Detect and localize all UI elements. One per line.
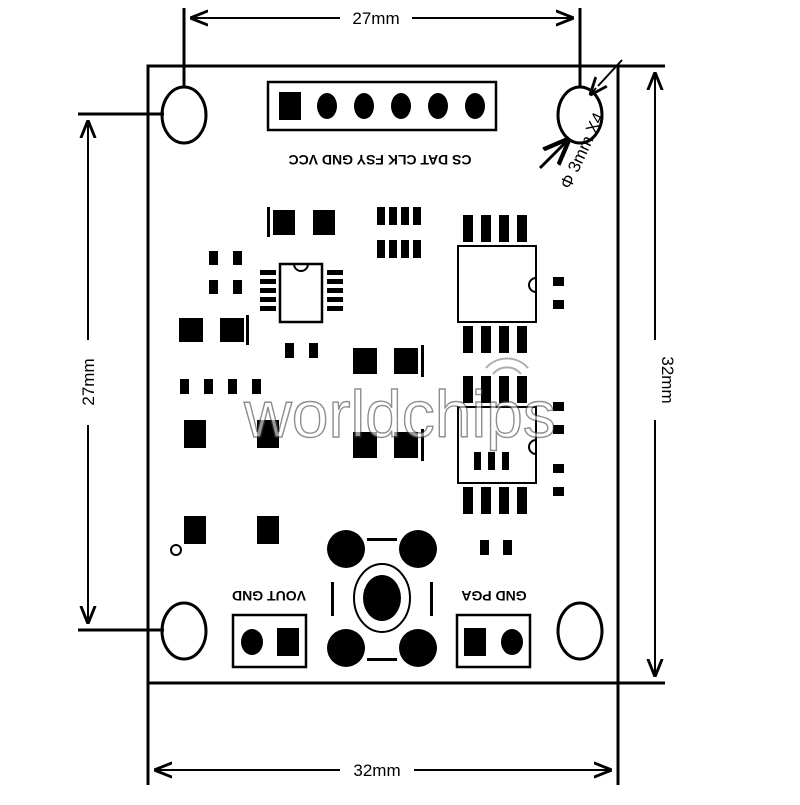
connector-vout-gnd bbox=[231, 613, 308, 669]
header-pin bbox=[317, 93, 337, 119]
mounting-hole-bottom-right bbox=[556, 601, 604, 661]
dimension-bottom: 32mm bbox=[146, 683, 620, 785]
dimension-top-label: 27mm bbox=[352, 9, 399, 28]
dimension-right-label: 32mm bbox=[658, 356, 677, 403]
dimension-top: 27mm bbox=[182, 8, 582, 86]
mounting-hole-top-left bbox=[160, 85, 208, 145]
mounting-hole-bottom-left bbox=[160, 601, 208, 661]
ic-soic8-upper bbox=[457, 215, 537, 353]
connector-gnd-pga bbox=[455, 613, 532, 669]
dimension-left-label: 27mm bbox=[79, 358, 98, 405]
watermark-text: worldchips bbox=[243, 377, 556, 451]
dimension-bottom-label: 32mm bbox=[353, 761, 400, 780]
dimension-left: 27mm bbox=[78, 112, 164, 632]
gnd-pga-label: GND PGA bbox=[461, 588, 526, 604]
vout-gnd-label: VOUT GND bbox=[232, 588, 306, 604]
watermark: worldchips bbox=[242, 357, 557, 452]
header-pin bbox=[391, 93, 411, 119]
tactile-push-button bbox=[327, 530, 437, 667]
header-pin-square bbox=[279, 92, 301, 120]
dimension-right: 32mm bbox=[618, 64, 677, 685]
header-pin bbox=[354, 93, 374, 119]
header-pin-labels: CS DAT CLK FSY GND VCC bbox=[288, 152, 471, 168]
mounting-hole-top-right bbox=[556, 85, 604, 145]
smd-components bbox=[179, 207, 564, 555]
header-pin bbox=[465, 93, 485, 119]
header-pin bbox=[428, 93, 448, 119]
ic-soic-small bbox=[260, 262, 343, 324]
ic-soic8-lower bbox=[457, 376, 537, 514]
pin1-marker bbox=[170, 544, 182, 556]
header-6-pin bbox=[266, 80, 498, 132]
